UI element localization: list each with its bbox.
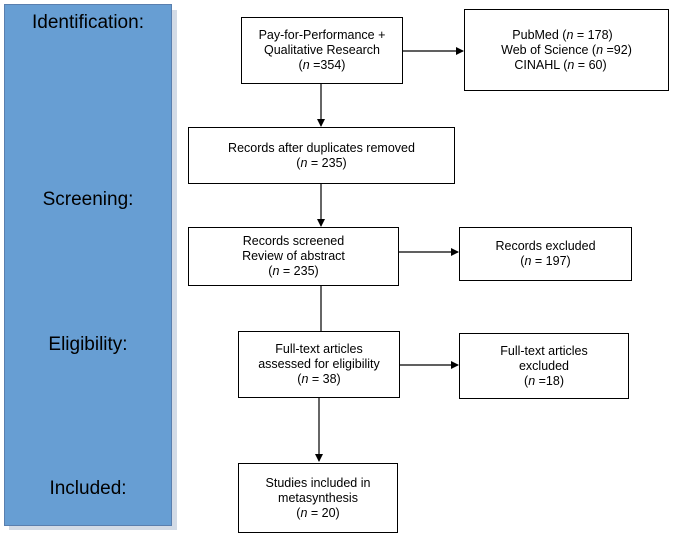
- fulltext-excluded-count: (n =18): [524, 373, 564, 388]
- screened-count: (n = 235): [268, 264, 319, 278]
- cinahl-count: CINAHL (n = 60): [514, 57, 607, 72]
- fulltext-line1: Full-text articles: [275, 342, 363, 356]
- dedup-line1: Records after duplicates removed: [228, 140, 415, 155]
- screened-box: Records screened Review of abstract (n =…: [188, 227, 399, 286]
- included-count: (n = 20): [296, 505, 340, 520]
- dedup-count: (n = 235): [296, 155, 347, 170]
- excluded-line1: Records excluded: [495, 239, 596, 253]
- fulltext-excluded-line1: Full-text articles: [500, 343, 588, 358]
- search-line2: Qualitative Research: [263, 43, 381, 57]
- dedup-box: Records after duplicates removed (n = 23…: [188, 127, 455, 184]
- pubmed-count: PubMed (n = 178): [512, 27, 613, 42]
- search-results-box: Pay-for-Performance + Qualitative Resear…: [241, 17, 403, 84]
- excluded-box: Records excluded (n = 197): [459, 227, 632, 281]
- stage-label-included: Included:: [49, 478, 127, 499]
- databases-box: PubMed (n = 178) Web of Science (n =92) …: [464, 9, 669, 91]
- included-line2: metasynthesis: [278, 490, 358, 505]
- included-line1: Studies included in: [265, 475, 371, 490]
- fulltext-count: (n = 38): [297, 372, 341, 386]
- fulltext-assessed-box: Full-text articles assessed for eligibil…: [238, 331, 400, 398]
- screened-line1: Records screened: [242, 234, 345, 248]
- stage-label-screening: Screening:: [42, 189, 134, 210]
- screened-line2: Review of abstract: [242, 249, 345, 263]
- fulltext-excluded-box: Full-text articles excluded (n =18): [459, 333, 629, 399]
- fulltext-line2: assessed for eligibility: [258, 357, 380, 371]
- search-line1: Pay-for-Performance +: [258, 28, 386, 42]
- excluded-count: (n = 197): [520, 254, 571, 268]
- fulltext-excluded-line2: excluded: [518, 358, 570, 373]
- stage-label-identification: Identification:: [32, 12, 144, 33]
- studies-included-box: Studies included in metasynthesis (n = 2…: [238, 463, 398, 533]
- stage-panel: Identification: Screening: Eligibility: …: [4, 4, 172, 526]
- stage-label-eligibility: Eligibility:: [48, 334, 128, 355]
- search-count: (n =354): [298, 58, 346, 72]
- web-of-science-count: Web of Science (n =92): [501, 42, 632, 57]
